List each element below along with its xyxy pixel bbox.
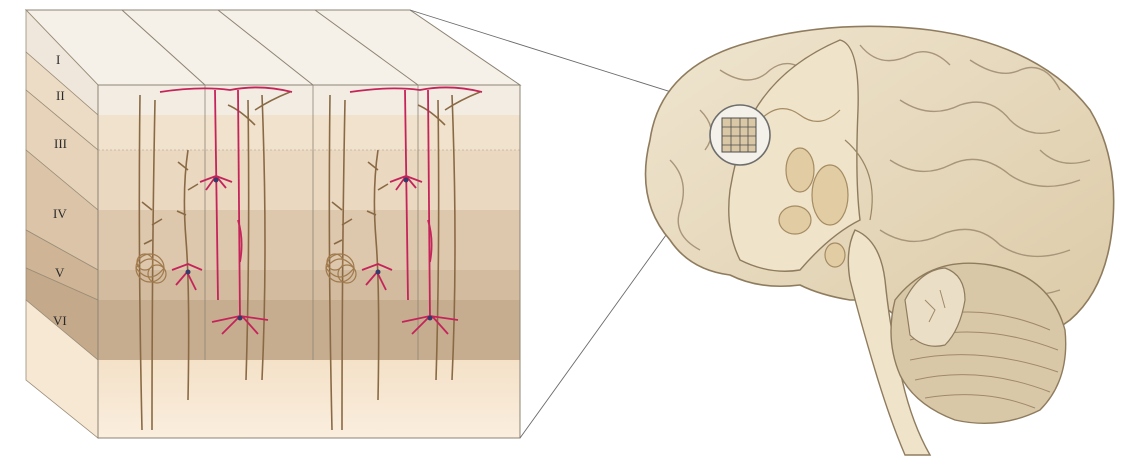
layer-label-2: II: [56, 88, 65, 103]
layer-label-1: I: [56, 52, 60, 67]
cortex-block-icon: [722, 118, 756, 152]
layer-label-4: IV: [53, 206, 67, 221]
cortex-block: I II III IV V VI: [26, 10, 520, 438]
layer-label-6: VI: [53, 313, 67, 328]
brain-sagittal-icon: [646, 26, 1114, 455]
cortex-side-face: [26, 10, 98, 438]
cerebellum: [891, 263, 1066, 423]
layer-label-5: V: [55, 265, 65, 280]
cortex-front-face: [98, 85, 520, 438]
layer-label-3: III: [54, 136, 67, 151]
magnifier-circle-icon: [710, 105, 770, 165]
